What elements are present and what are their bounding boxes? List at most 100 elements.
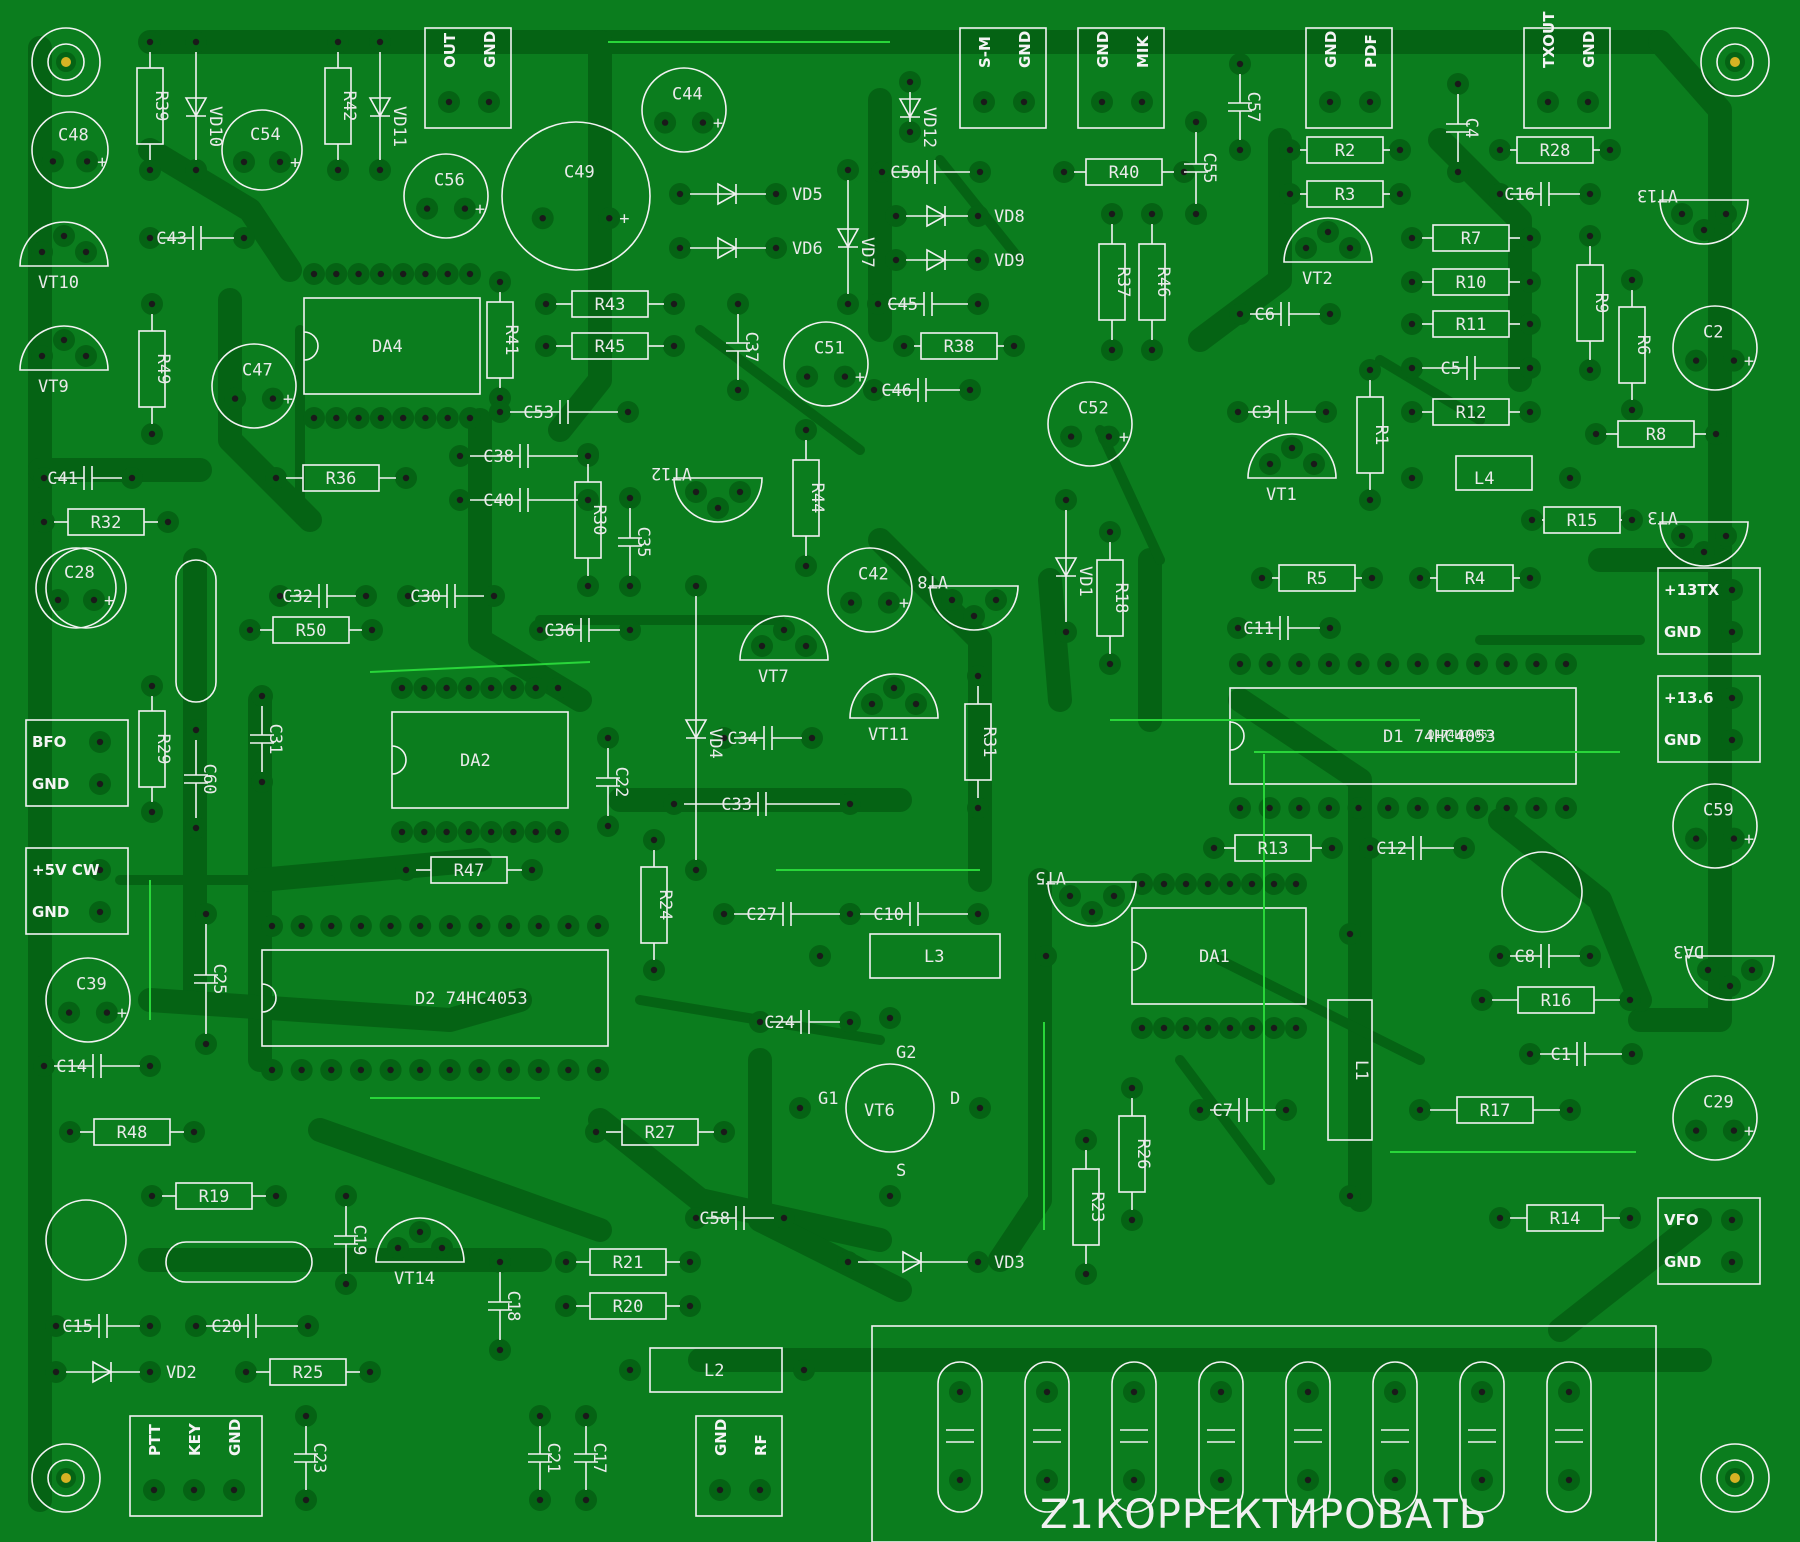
fet-pin-label: D	[950, 1089, 960, 1109]
drill-hole	[1062, 628, 1070, 636]
drill-hole	[808, 734, 816, 742]
drill-hole	[1062, 496, 1070, 504]
diode-label: VD11	[389, 106, 409, 147]
resistor-label: R28	[1540, 141, 1571, 161]
drill-hole	[231, 395, 239, 402]
drill-hole	[670, 300, 678, 308]
drill-hole	[1473, 804, 1481, 812]
drill-hole	[1060, 168, 1068, 176]
capacitor-label: C21	[543, 1443, 563, 1474]
drill-hole	[96, 780, 104, 788]
drill-hole	[1730, 357, 1738, 364]
drill-hole	[128, 474, 136, 482]
diode-symbol	[717, 236, 738, 260]
terminal-label: OUT	[441, 32, 459, 68]
drill-hole	[1473, 660, 1481, 668]
drill-hole	[357, 922, 365, 930]
polarity-mark: +	[899, 594, 909, 614]
drill-hole	[1248, 880, 1256, 888]
drill-hole	[376, 38, 384, 46]
drill-hole	[604, 822, 612, 830]
resistor-label: R18	[1111, 583, 1131, 614]
drill-hole	[584, 452, 592, 460]
mounting-hole-ring	[31, 1443, 101, 1513]
drill-hole	[394, 1244, 402, 1252]
drill-hole	[496, 394, 504, 402]
capacitor-label: C18	[503, 1291, 523, 1322]
drill-hole	[1414, 804, 1422, 812]
drill-hole	[734, 386, 742, 394]
ic-notch	[1131, 941, 1147, 971]
drill-hole	[686, 1302, 694, 1310]
drill-hole	[1138, 1024, 1146, 1032]
capacitor-label: C36	[544, 621, 575, 641]
drill-hole	[1148, 346, 1156, 354]
drill-hole	[1325, 804, 1333, 812]
drill-hole	[276, 592, 284, 600]
trimmer-outline	[1501, 851, 1583, 933]
terminal-label: GND	[32, 775, 69, 793]
transistor-label: DA3	[1673, 941, 1704, 961]
drill-hole	[1204, 880, 1212, 888]
drill-hole	[298, 1066, 305, 1074]
drill-hole	[1234, 624, 1242, 632]
resistor-label: R15	[1567, 511, 1598, 531]
drill-hole	[1266, 660, 1273, 668]
drill-hole	[1304, 1476, 1312, 1484]
drill-hole	[1496, 146, 1504, 154]
terminal-label: S-M	[976, 36, 994, 68]
drill-hole	[1606, 146, 1614, 154]
drill-hole	[82, 352, 90, 360]
resistor-body	[138, 710, 166, 788]
copper-trace	[1228, 688, 1372, 1212]
drill-hole	[1722, 210, 1730, 218]
polarity-mark: +	[117, 1004, 127, 1024]
drill-hole	[202, 1040, 210, 1048]
ic-notch	[303, 331, 319, 361]
drill-hole	[376, 166, 384, 174]
copper-trace	[138, 988, 532, 1032]
drill-hole	[582, 1496, 590, 1504]
drill-hole	[676, 190, 684, 198]
drill-hole	[1296, 660, 1303, 668]
capacitor-label: C45	[887, 295, 918, 315]
electrolytic-outline	[1672, 783, 1758, 869]
terminal-label: MIK	[1134, 34, 1152, 68]
drill-hole	[1526, 1050, 1534, 1058]
mounting-hole-ring	[47, 43, 85, 81]
drill-hole	[90, 596, 98, 604]
jumper-wire	[369, 661, 591, 673]
drill-hole	[1110, 892, 1118, 900]
drill-hole	[1366, 98, 1374, 106]
drill-hole	[562, 1258, 570, 1266]
drill-hole	[1326, 624, 1334, 632]
drill-hole	[720, 734, 728, 742]
terminal-label: +13.6	[1664, 689, 1714, 707]
resistor-body	[136, 67, 164, 145]
drill-hole	[1478, 1476, 1486, 1484]
drill-hole	[1288, 444, 1296, 452]
drill-hole	[1082, 1136, 1090, 1144]
drill-hole	[1292, 880, 1300, 888]
quartz-outline	[175, 559, 217, 703]
drill-hole	[528, 866, 536, 874]
mounting-hole-ring	[1716, 1459, 1754, 1497]
diode-label: VD7	[857, 237, 877, 268]
electrolytic-outline	[501, 121, 651, 271]
vfo-terminal	[1657, 1197, 1761, 1285]
resistor-label: R42	[339, 91, 359, 122]
drill-hole	[974, 804, 982, 812]
drill-hole	[422, 414, 429, 422]
polarity-mark: +	[104, 591, 114, 611]
ic-body	[391, 711, 569, 809]
drill-hole	[52, 1368, 60, 1376]
terminal-label: GND	[226, 1419, 244, 1456]
diode-symbol	[184, 97, 208, 118]
drill-hole	[1414, 660, 1422, 668]
txout-gnd-terminal	[1523, 27, 1611, 129]
electrolytic-label: C59	[1703, 801, 1734, 821]
resistor-body	[324, 67, 352, 145]
drill-hole	[966, 386, 974, 394]
diode-label: VD4	[705, 728, 725, 759]
drill-hole	[1444, 660, 1451, 668]
